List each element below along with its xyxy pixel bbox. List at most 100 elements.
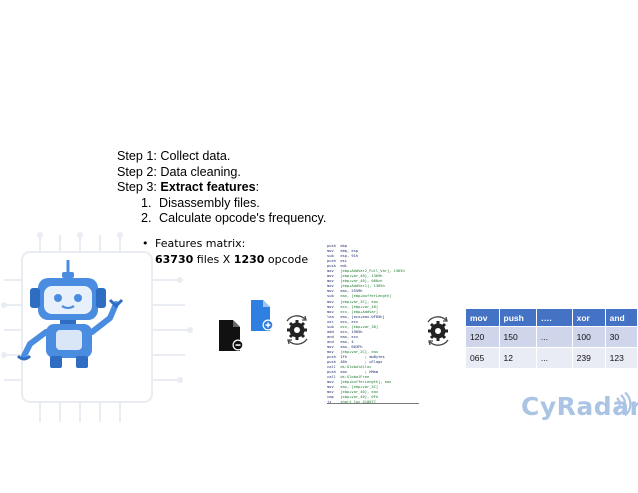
code-opcode: mov [327, 390, 341, 395]
code-comment: ; uFlags [347, 360, 383, 365]
code-operands: edi [340, 264, 347, 269]
code-operands: [ebp+var_2C], eax [340, 349, 379, 354]
table-cell: 065 [465, 347, 500, 369]
code-line: mov [ebp+var_40], 1369h [327, 274, 419, 279]
code-opcode: sub [327, 294, 341, 299]
code-operands: ecx, ecx [340, 319, 359, 324]
code-line: push ebp [327, 244, 419, 249]
code-operands: eax, 003Fh [340, 344, 363, 349]
features-matrix-text: • Features matrix: 63730 files X 1230 opc… [142, 236, 308, 268]
opcode-count: 1230 [233, 253, 265, 266]
code-line: push 48h ; uFlags [327, 360, 419, 365]
code-comment: ; dwBytes [347, 355, 385, 360]
code-line: mov [ebp+bufferLength], eax [327, 380, 419, 385]
code-line: mov [ebp+AddVar1], 1365h [327, 284, 419, 289]
table-header-row: mov push …. xor and [465, 308, 638, 327]
code-line: push esi [327, 259, 419, 264]
code-operands: ebp [340, 244, 347, 248]
table-row: 120 150 ... 100 30 [465, 326, 638, 348]
column-header: xor [571, 308, 606, 327]
code-opcode: mov [327, 279, 341, 284]
table-cell: 12 [498, 347, 537, 369]
opcode-label: opcode [264, 253, 309, 266]
code-line: mov eax, 003Fh [327, 345, 419, 350]
table-cell: 30 [604, 326, 638, 348]
code-line: mov [ebp+AddVar2_Full_Var], 1365h [327, 269, 419, 274]
code-operands: eax, [ebp+bufferLength] [340, 294, 392, 299]
code-line: sub eax, [ebp+bufferLength] [327, 294, 419, 299]
code-comment: ; hMem [347, 370, 379, 375]
table-row: 065 12 ... 239 123 [465, 347, 638, 369]
substep-1-num: 1. [141, 195, 152, 210]
code-operands: eax [340, 370, 347, 375]
code-operands: [ebp+var_40], 1369h [340, 274, 383, 279]
code-line: sub esp, 91h [327, 254, 419, 259]
gear-process-icon-2 [427, 316, 449, 346]
code-opcode: jz [327, 400, 340, 404]
column-header: mov [465, 308, 500, 327]
code-line: mov eax, [ebp+var_3C] [327, 385, 419, 390]
code-operands: eax, 2559h [340, 289, 363, 294]
code-opcode: mov [327, 289, 341, 294]
substep-2: 2. Calculate opcode's frequency. [117, 211, 326, 227]
code-operands: ebp, esp [340, 249, 359, 254]
code-line: sub ecx, [ebp+var_38] [327, 325, 419, 330]
column-header: and [604, 308, 638, 327]
code-operands: eax, ecx [340, 334, 359, 339]
features-title: Features matrix: [155, 237, 246, 250]
code-opcode: mov [327, 309, 341, 314]
code-opcode: and [327, 339, 341, 344]
code-opcode: mov [327, 274, 341, 279]
substep-2-num: 2. [141, 211, 152, 225]
code-opcode: mov [327, 299, 341, 304]
code-operands: esp, 91h [340, 254, 359, 259]
code-opcode: push [327, 264, 341, 269]
column-header: push [498, 308, 537, 327]
code-line: mov ecx, [ebp+var_48] [327, 305, 419, 310]
features-size: 63730 files X 1230 opcode [142, 252, 308, 268]
code-operands: eax, [ecx+eax-0F85h] [340, 314, 385, 319]
code-line: mov ecx, [ebp+AddVar] [327, 310, 419, 315]
code-line: mov [ebp+var_40], eax [327, 390, 419, 395]
step-1: Step 1: Collect data. [117, 149, 231, 163]
step-3-suffix: : [255, 180, 260, 194]
code-operands: [ebp+var_40], eax [340, 390, 379, 395]
gear-process-icon [286, 315, 308, 345]
code-line: push 1Fh ; dwBytes [327, 355, 419, 360]
code-line: push edi [327, 264, 419, 269]
table-cell: 239 [571, 347, 606, 369]
code-opcode: push [327, 355, 341, 360]
circuit-background [1, 232, 193, 422]
code-line: mov [ebp+var_40], 000ch [327, 279, 419, 284]
code-operands: eax, [ebp+var_3C] [340, 385, 379, 390]
step-2: Step 2: Data cleaning. [117, 164, 241, 179]
step-3-prefix: Step 3: [117, 180, 161, 194]
code-operands: esi [340, 259, 347, 264]
substep-2-text: Calculate opcode's frequency. [159, 211, 327, 225]
file-add-icon [251, 300, 274, 331]
code-opcode: push [327, 370, 341, 375]
code-operands: [ebp+AddVar1], 1365h [340, 284, 385, 289]
table-cell: 100 [571, 326, 606, 348]
code-line: push eax ; hMem [327, 370, 419, 375]
code-opcode: mov [327, 284, 341, 289]
table-cell: ... [535, 347, 573, 369]
steps-list: Step 1: Collect data. Step 2: Data clean… [117, 149, 326, 227]
code-opcode: mov [327, 249, 341, 254]
code-opcode: lea [327, 314, 341, 319]
substep-1: 1.Disassembly files. [117, 196, 326, 212]
code-line: call ds:GlobalAlloc [327, 365, 419, 370]
code-opcode: call [327, 375, 341, 380]
code-operands: [ebp+AddVar2_Full_Var], 1365h [340, 269, 405, 274]
code-opcode: push [327, 259, 341, 264]
code-opcode: push [327, 244, 341, 248]
code-line: call ds:GlobalFree [327, 375, 419, 380]
bullet-icon: • [142, 237, 149, 250]
robot-icon [16, 260, 124, 368]
table-cell: ... [535, 326, 573, 348]
opcode-frequency-table: mov push …. xor and 120 150 ... 100 30 0… [465, 308, 638, 369]
code-line: add ecx, 1985h [327, 330, 419, 335]
code-line: mov [ebp+var_3C], eax [327, 300, 419, 305]
features-title-row: • Features matrix: [142, 236, 308, 252]
